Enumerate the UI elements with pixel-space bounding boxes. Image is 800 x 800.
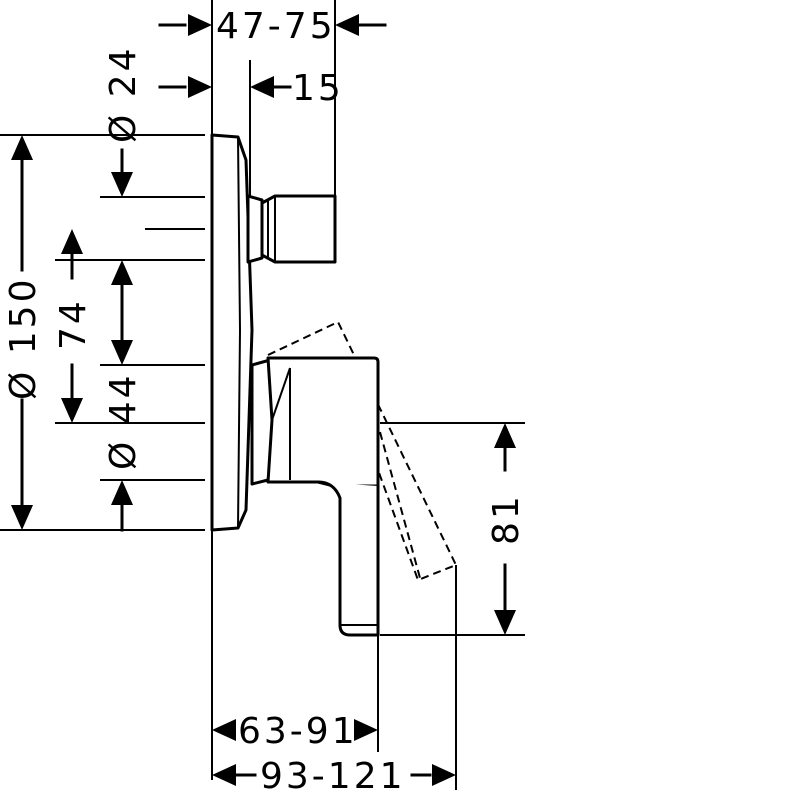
- wall-plate: [210, 133, 254, 532]
- dim-label-74: 74: [53, 298, 94, 350]
- dim-label-81: 81: [486, 493, 527, 545]
- dimension-lines: [11, 14, 516, 786]
- dim-label-15: 15: [292, 68, 344, 109]
- dim-label-dia-24: Ø 24: [103, 45, 144, 143]
- dim-label-dia-44: Ø 44: [103, 372, 144, 470]
- diverter-knob: [246, 194, 337, 264]
- mixer-lever: [250, 320, 458, 637]
- dim-label-dia-150: Ø 150: [3, 277, 44, 401]
- dim-label-93-121: 93-121: [260, 756, 406, 797]
- extension-lines: [0, 0, 525, 790]
- dim-label-63-91: 63-91: [238, 711, 358, 752]
- dim-label-47-75: 47-75: [216, 6, 336, 47]
